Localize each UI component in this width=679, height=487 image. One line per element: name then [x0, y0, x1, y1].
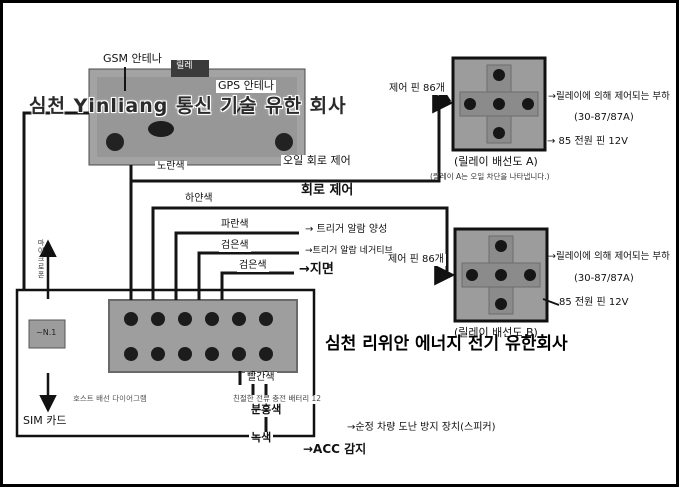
- relay-b-load-label-1: →릴레이에 의해 제어되는 부하: [548, 251, 670, 262]
- circuit-control-label: 회로 제어: [299, 183, 356, 199]
- wiring-diagram-canvas: [15, 56, 560, 441]
- red-wire-label: 빨간색: [245, 372, 277, 384]
- relay-b-load-label-2: (30-87/87A): [572, 273, 636, 285]
- pink-wire-label: 분홍색: [249, 403, 284, 417]
- relay-b-caption: (릴레이 배선도 B): [454, 326, 538, 339]
- module-tag-label: ~N.1: [36, 328, 57, 337]
- white-wire-to-relay-b: [151, 206, 456, 300]
- relay-a-control-pin-label: 제어 핀 86개: [387, 83, 447, 95]
- black-wire-2-label: 검은색: [237, 260, 269, 272]
- relay-a-caption: (릴레이 배선도 A): [454, 155, 538, 168]
- relay-a-load-label-1: →릴레이에 의해 제어되는 부하: [548, 91, 670, 102]
- acc-label: →ACC 감지: [303, 442, 367, 456]
- microphone-label: 마이크로폰: [37, 239, 46, 279]
- sim-card-label: SIM 카드: [23, 414, 67, 427]
- white-wire-label: 하얀색: [183, 193, 215, 205]
- blue-wire: [174, 231, 299, 300]
- black-wire-1-label: 검은색: [219, 240, 251, 252]
- black-wire-1: [197, 251, 299, 300]
- yellow-wire-label: 노란색: [155, 161, 187, 173]
- gsm-antenna-label: GSM 안테나: [103, 52, 162, 65]
- gps-pointer-line: [233, 96, 251, 116]
- relay-a-box: [451, 56, 547, 152]
- oil-circuit-label: 오일 회로 제어: [281, 154, 353, 168]
- black-wire-2: [220, 271, 294, 300]
- main-connector: [108, 299, 298, 373]
- relay-a-power-label: → 85 전원 핀 12V: [547, 136, 628, 147]
- company-title-top: 심천 Yinliang 통신 기술 유한 회사: [29, 95, 347, 117]
- company-title-bottom: 심천 리위안 에너지 전기 유한회사: [325, 334, 568, 354]
- relay-b-power-line: [542, 298, 560, 306]
- trigger-positive-label: → 트리거 알람 양성: [303, 224, 390, 236]
- gps-antenna-label: GPS 안테나: [216, 79, 276, 93]
- green-wire-label: 녹색: [249, 431, 274, 445]
- battery-note-label: 친절한 전류 충전 배터리 12: [231, 394, 324, 404]
- relay-b-control-pin-label: 제어 핀 86개: [386, 254, 446, 266]
- relay-b-power-label: 85 전원 핀 12V: [559, 297, 629, 308]
- relay-b-box: [453, 227, 549, 323]
- host-diagram-note: 호스트 배선 다이어그램: [73, 394, 147, 403]
- relay-a-note: (릴레이 A는 오일 차단을 나타냅니다.): [430, 172, 550, 181]
- relay-a-load-label-2: (30-87/87A): [572, 112, 636, 124]
- blue-wire-label: 파란색: [219, 219, 251, 231]
- speaker-label: →순정 차량 도난 방지 장치(스피커): [347, 422, 496, 433]
- relay-tag-label: 릴레: [176, 61, 193, 71]
- trigger-negative-label: →트리거 알람 네거티브: [303, 246, 395, 257]
- antenna-left-wire: [22, 111, 89, 291]
- oil-control-wire-to-relay-a: [131, 92, 454, 183]
- ground-label: →지면: [297, 262, 336, 278]
